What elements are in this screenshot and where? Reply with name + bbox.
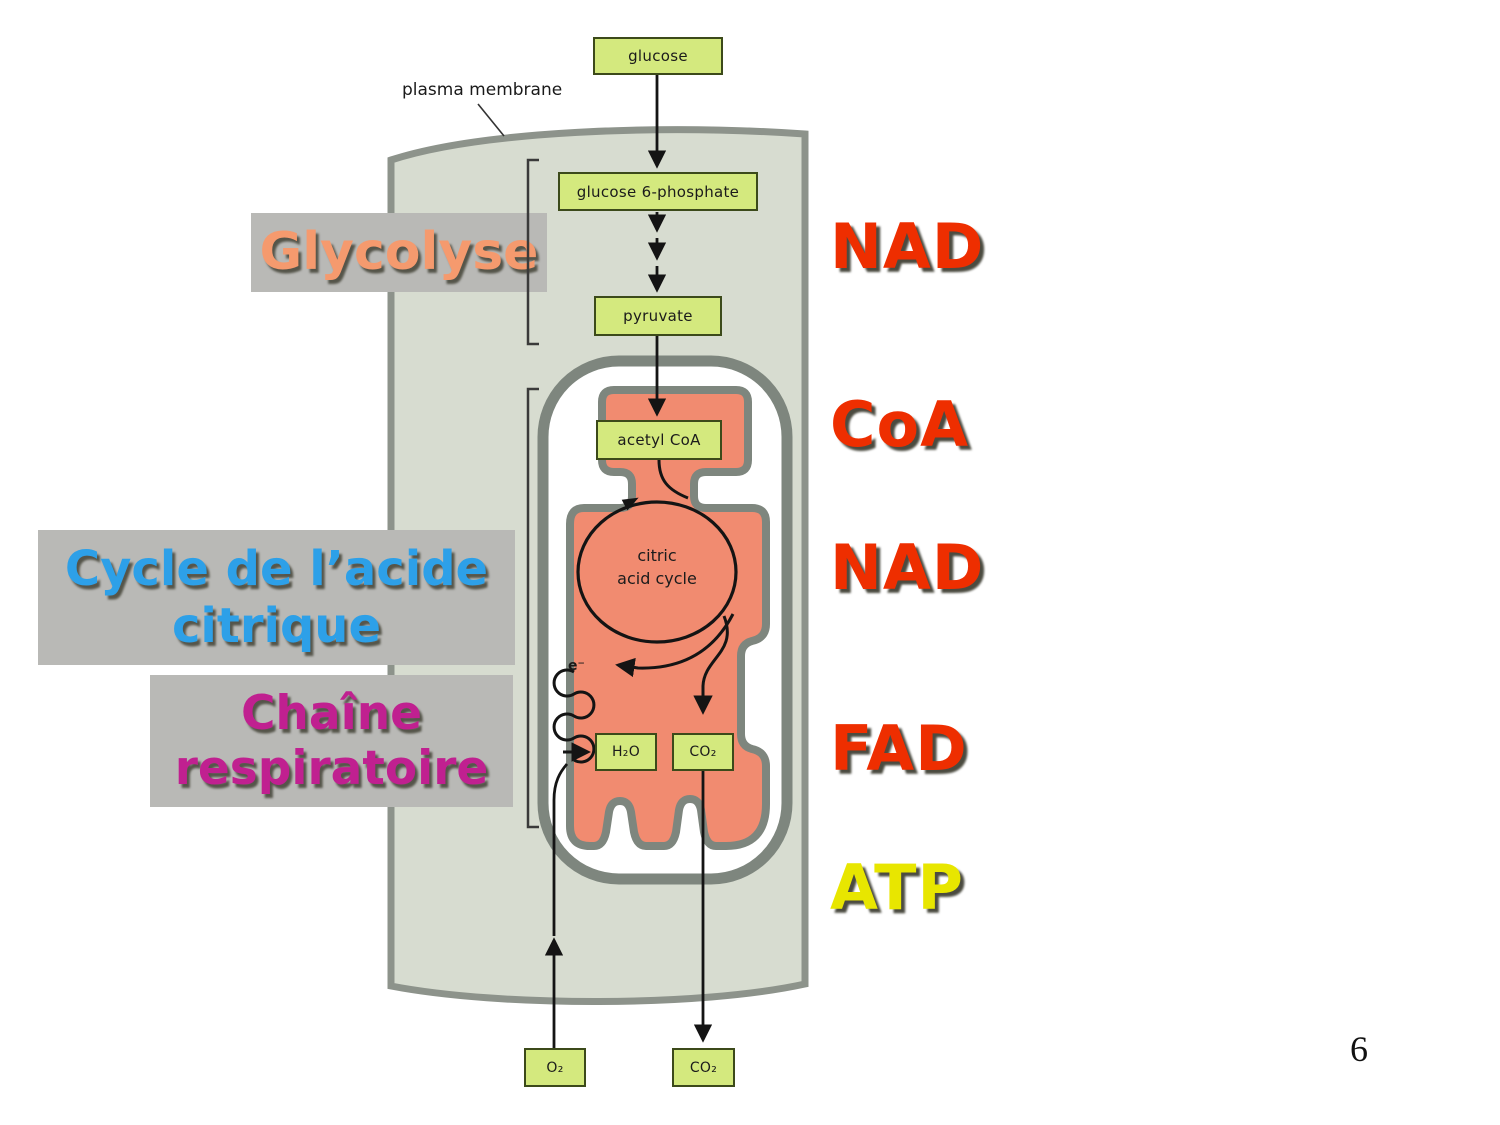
arrow-cycle-to-electrons bbox=[615, 613, 735, 678]
citric-acid-cycle-label: citric acid cycle bbox=[577, 544, 737, 590]
o2-box: O₂ bbox=[524, 1048, 586, 1087]
cofactor-nad-1: NAD bbox=[830, 210, 985, 283]
co2-mitochondrion-box: CO₂ bbox=[672, 733, 734, 771]
respiratory-chain-coil bbox=[552, 668, 596, 764]
cofactor-coa: CoA bbox=[830, 388, 970, 461]
glucose-6-phosphate-box: glucose 6-phosphate bbox=[558, 172, 758, 211]
mitochondrion-matrix bbox=[566, 386, 770, 850]
plasma-membrane-label: plasma membrane bbox=[402, 80, 563, 100]
co2-out-box: CO₂ bbox=[672, 1048, 735, 1087]
citric-line2: acid cycle bbox=[617, 569, 697, 589]
cycle-direction-arrowhead bbox=[621, 497, 639, 511]
glycolysis-label: Glycolyse bbox=[259, 221, 539, 282]
plasma-membrane-leader-line bbox=[477, 103, 505, 137]
arrow-acetylcoa-to-cycle bbox=[657, 459, 689, 500]
arrow-cycle-to-co2 bbox=[693, 615, 729, 715]
h2o-box: H₂O bbox=[595, 733, 657, 771]
respiratory-chain-panel: Chaîne respiratoire bbox=[150, 675, 513, 807]
o2-line-to-chain bbox=[552, 763, 569, 936]
citric-acid-cycle-circle bbox=[576, 500, 738, 644]
respiratory-chain-label-line2: respiratoire bbox=[174, 741, 489, 796]
citric-cycle-label-line2: citrique bbox=[171, 597, 382, 654]
citric-cycle-label-line1: Cycle de l’acide bbox=[64, 540, 489, 597]
acetyl-coa-box: acetyl CoA bbox=[596, 420, 722, 460]
page-number: 6 bbox=[1350, 1029, 1368, 1069]
pyruvate-box: pyruvate bbox=[594, 296, 722, 336]
glycolysis-panel: Glycolyse bbox=[251, 213, 547, 292]
respiratory-chain-label-line1: Chaîne bbox=[240, 685, 423, 741]
cofactor-nad-2: NAD bbox=[830, 531, 985, 604]
citric-cycle-panel: Cycle de l’acide citrique bbox=[38, 530, 515, 665]
citric-line1: citric bbox=[637, 546, 677, 565]
cofactor-fad: FAD bbox=[830, 712, 968, 785]
electron-label: e⁻ bbox=[568, 658, 585, 674]
cofactor-atp: ATP bbox=[830, 851, 964, 924]
glucose-box: glucose bbox=[593, 37, 723, 75]
